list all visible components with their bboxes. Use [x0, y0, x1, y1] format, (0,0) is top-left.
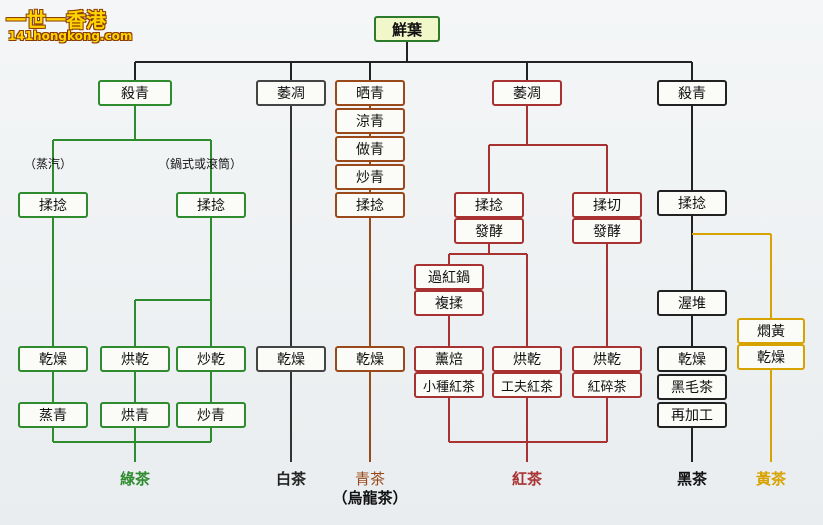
- node-fresh-leaf: 鮮葉: [374, 16, 440, 42]
- note-steam: （蒸汽）: [24, 157, 73, 171]
- node-black-re-roll: 複揉: [414, 290, 484, 316]
- node-oolong-sun: 晒青: [335, 80, 405, 106]
- node-dark-dry: 乾燥: [657, 346, 727, 372]
- node-oolong-shake: 做青: [335, 136, 405, 162]
- node-dark-roll: 揉捻: [657, 190, 727, 216]
- node-black-bake-b: 烘乾: [572, 346, 642, 372]
- node-dark-maocha: 黑毛茶: [657, 374, 727, 400]
- label-black-tea: 紅茶: [511, 470, 542, 488]
- node-dark-kill-green: 殺青: [657, 80, 727, 106]
- node-green-baked: 烘青: [100, 402, 170, 428]
- node-black-broken: 紅碎茶: [572, 372, 642, 398]
- node-black-smoke: 薰焙: [414, 346, 484, 372]
- node-black-gongfu: 工夫紅茶: [492, 372, 562, 398]
- node-dark-reprocess: 再加工: [657, 402, 727, 428]
- node-black-souchong: 小種紅茶: [414, 372, 484, 398]
- note-pan-or-drum: （鍋式或滾筒）: [158, 157, 243, 171]
- label-oolong-tea: 青茶: [354, 470, 385, 488]
- node-yellow-smother: 燜黃: [737, 318, 805, 344]
- node-black-ferment-a: 發酵: [454, 218, 524, 244]
- node-black-roll: 揉捻: [454, 192, 524, 218]
- node-white-wither: 萎凋: [256, 80, 326, 106]
- node-black-over-pan: 過紅鍋: [414, 264, 484, 290]
- node-green-panned: 炒青: [176, 402, 246, 428]
- node-black-cut: 揉切: [572, 192, 642, 218]
- node-green-pan-dry: 炒乾: [176, 346, 246, 372]
- node-green-bake-dry: 烘乾: [100, 346, 170, 372]
- node-green-dry: 乾燥: [18, 346, 88, 372]
- node-oolong-dry: 乾燥: [335, 346, 405, 372]
- watermark-title: 一世一香港: [6, 8, 106, 32]
- node-green-roll-b: 揉捻: [176, 192, 246, 218]
- node-green-kill-green: 殺青: [98, 80, 172, 106]
- watermark-url: 141hongkong.com: [8, 29, 133, 43]
- node-oolong-cool: 涼青: [335, 108, 405, 134]
- node-black-ferment-b: 發酵: [572, 218, 642, 244]
- node-white-dry: 乾燥: [256, 346, 326, 372]
- node-oolong-fry: 炒青: [335, 164, 405, 190]
- node-green-steamed: 蒸青: [18, 402, 88, 428]
- label-oolong-sub: （烏龍茶）: [332, 489, 408, 507]
- node-green-roll-a: 揉捻: [18, 192, 88, 218]
- label-dark-tea: 黑茶: [676, 470, 707, 488]
- node-black-wither: 萎凋: [492, 80, 562, 106]
- node-dark-pile: 渥堆: [657, 290, 727, 316]
- label-white-tea: 白茶: [275, 470, 306, 488]
- node-black-bake-a: 烘乾: [492, 346, 562, 372]
- node-yellow-dry: 乾燥: [737, 344, 805, 370]
- label-green-tea: 綠茶: [119, 470, 150, 488]
- label-yellow-tea: 黃茶: [755, 470, 786, 488]
- node-oolong-roll: 揉捻: [335, 192, 405, 218]
